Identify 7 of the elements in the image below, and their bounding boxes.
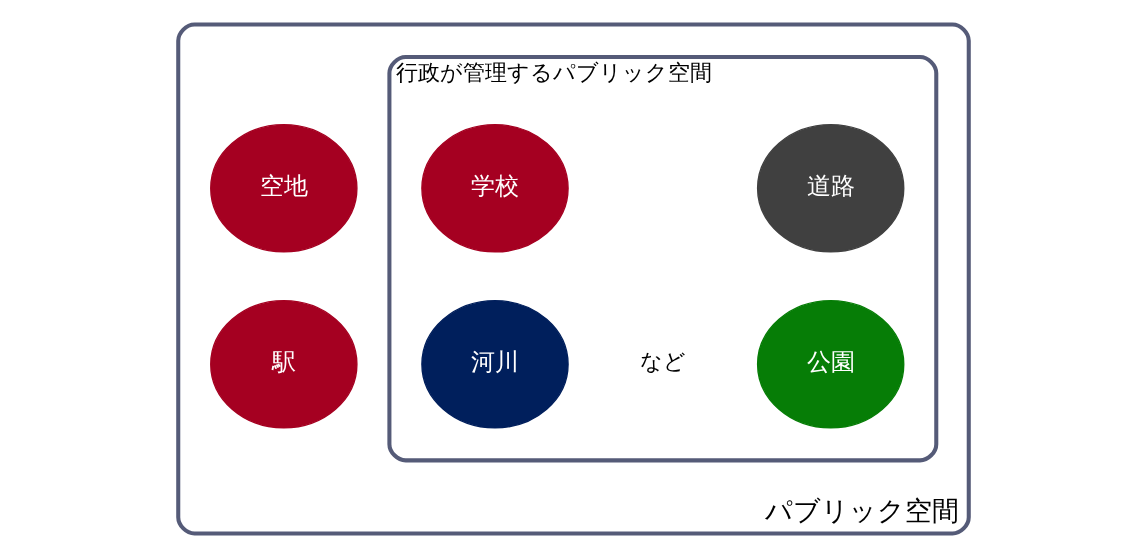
node-ellipse: 駅	[210, 300, 358, 429]
node-ellipse: 学校	[421, 124, 569, 253]
label: など	[639, 349, 686, 375]
node-ellipse: 空地	[210, 124, 358, 253]
node-ellipse: 道路	[756, 124, 905, 253]
node-ellipse: 公園	[756, 300, 905, 429]
node-ellipse: 河川	[421, 300, 569, 429]
